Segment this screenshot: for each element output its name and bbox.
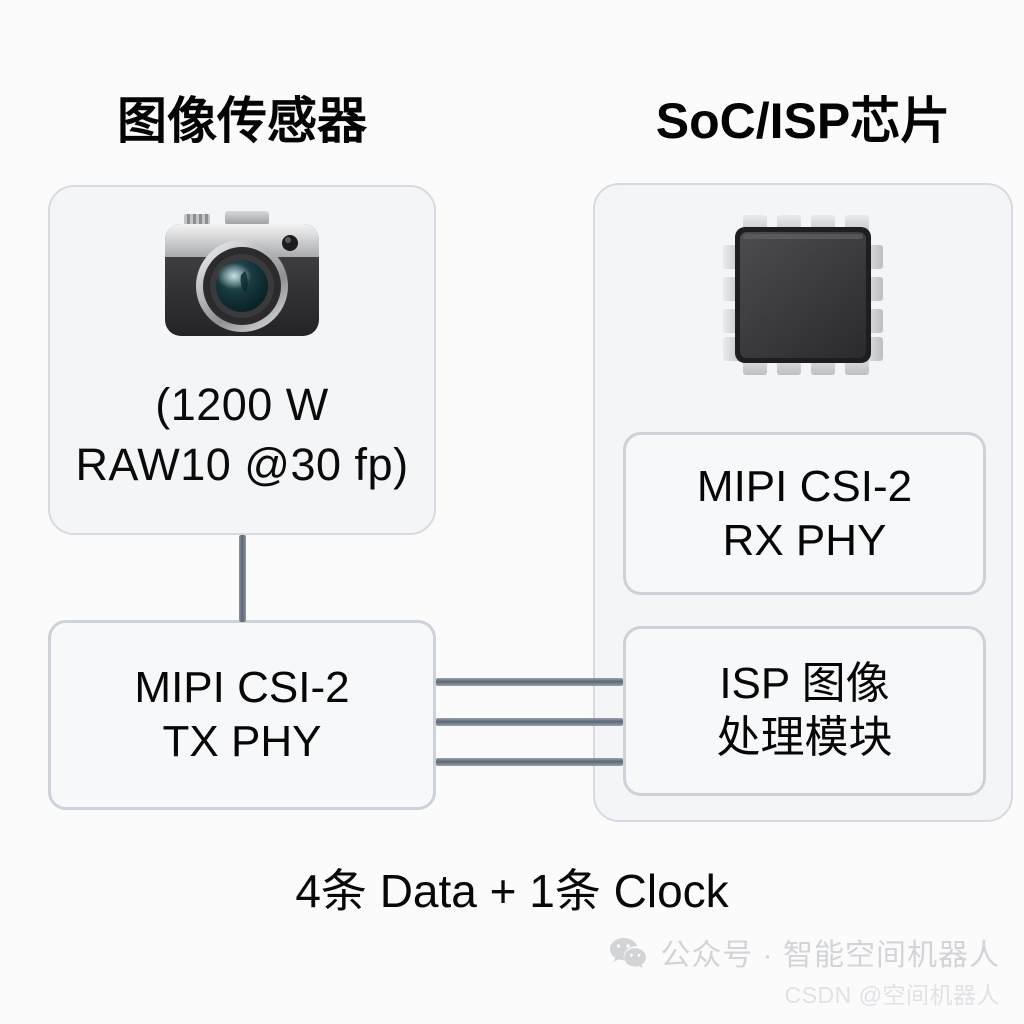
- connector-lane-3: [436, 758, 623, 766]
- block-isp-line-1: ISP 图像: [719, 659, 890, 709]
- block-isp-image-processing[interactable]: ISP 图像 处理模块: [623, 626, 986, 796]
- connector-lane-1: [436, 678, 623, 686]
- watermark-main-text: 公众号 · 智能空间机器人: [660, 939, 1000, 972]
- wechat-icon: [608, 936, 648, 968]
- watermark-sub-text: CSDN @空间机器人: [784, 982, 1000, 1008]
- lane-caption: 4条 Data + 1条 Clock: [295, 865, 729, 917]
- sensor-spec-line-2: RAW10 @30 fp): [75, 438, 409, 490]
- block-rx-line-2: RX PHY: [722, 515, 887, 565]
- block-rx-line-1: MIPI CSI-2: [696, 461, 913, 511]
- column-title-sensor: 图像传感器: [117, 93, 367, 149]
- camera-icon: [157, 209, 327, 343]
- sensor-panel: (1200 W RAW10 @30 fp): [48, 185, 436, 535]
- column-title-soc: SoC/ISP芯片: [655, 93, 951, 149]
- block-tx-line-2: TX PHY: [162, 717, 322, 766]
- connector-lane-2: [436, 718, 623, 726]
- watermark: 公众号 · 智能空间机器人 CSDN @空间机器人: [608, 930, 1000, 1010]
- chip-icon: [713, 205, 893, 385]
- block-isp-line-2: 处理模块: [716, 713, 893, 762]
- soc-panel: MIPI CSI-2 RX PHY ISP 图像 处理模块: [593, 183, 1013, 822]
- sensor-spec-line-1: (1200 W: [155, 379, 329, 430]
- block-mipi-csi2-tx-phy[interactable]: MIPI CSI-2 TX PHY: [48, 620, 436, 810]
- block-mipi-csi2-rx-phy[interactable]: MIPI CSI-2 RX PHY: [623, 432, 986, 595]
- block-tx-line-1: MIPI CSI-2: [134, 663, 350, 713]
- sensor-spec-text: (1200 W RAW10 @30 fp): [50, 375, 434, 495]
- connector-sensor-to-tx: [239, 535, 246, 622]
